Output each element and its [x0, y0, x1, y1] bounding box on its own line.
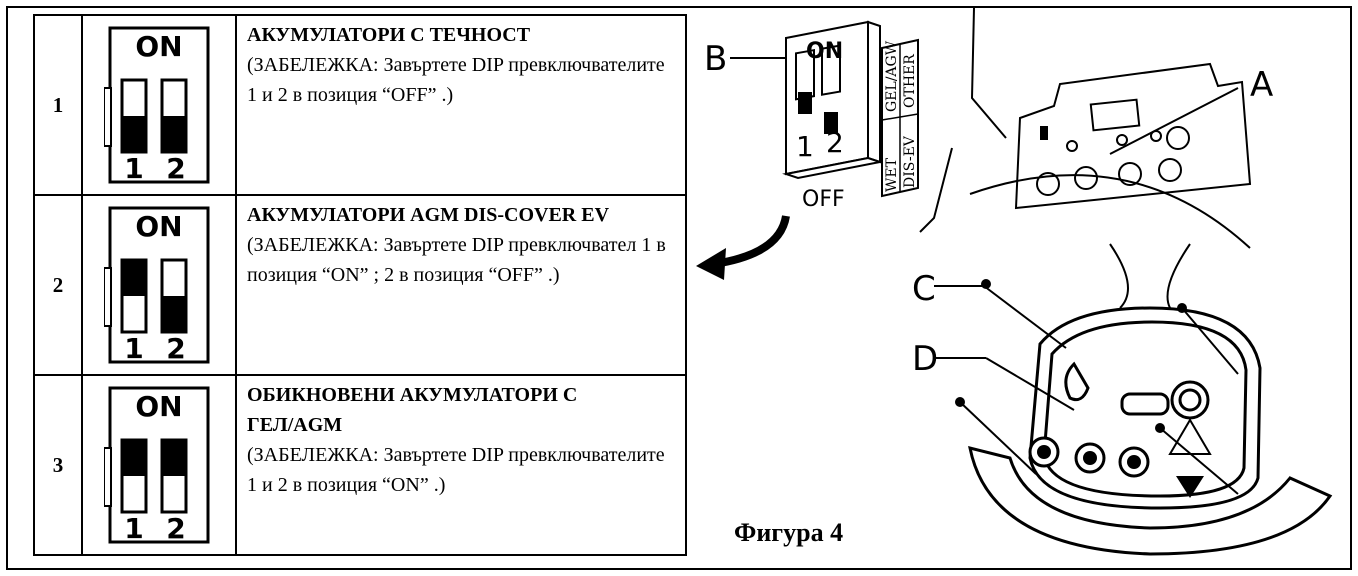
switch-number-1: 1 — [124, 332, 143, 365]
battery-type-strip: WET GEL/AGW DIS-EV OTHER — [881, 38, 919, 198]
row-number: 3 — [33, 374, 83, 556]
arrow-head-icon — [696, 248, 726, 280]
dip-settings-table: 1 ON 1 2 АКУМУЛАТОРИ С ТЕЧНОСТ (ЗАБЕЛЕЖК… — [33, 14, 687, 556]
row-note: (ЗАБЕЛЕЖКА: Завъртете DIP превключватели… — [247, 54, 665, 106]
row-description: АКУМУЛАТОРИ AGM DIS-COVER EV (ЗАБЕЛЕЖКА:… — [235, 194, 687, 376]
table-row: 1 ON 1 2 АКУМУЛАТОРИ С ТЕЧНОСТ (ЗАБЕЛЕЖК… — [33, 14, 687, 196]
circuit-board-detail — [1014, 62, 1252, 210]
switch-number-1: 1 — [124, 152, 143, 185]
row-description: АКУМУЛАТОРИ С ТЕЧНОСТ (ЗАБЕЛЕЖКА: Завърт… — [235, 14, 687, 196]
row-note: (ЗАБЕЛЕЖКА: Завъртете DIP превключватели… — [247, 444, 665, 496]
dip-num-2: 2 — [826, 126, 844, 159]
battery-type-dis: DIS-EV — [902, 135, 918, 188]
dip-switch-icon: ON 1 2 — [104, 206, 210, 365]
dip-switch-image: ON 1 2 — [81, 374, 237, 556]
charger-control-panel — [968, 306, 1333, 556]
dip-off-label: OFF — [802, 187, 845, 212]
rotate-arrow-icon — [713, 215, 790, 268]
switch-number-2: 2 — [166, 512, 185, 545]
callout-b: B — [704, 39, 727, 79]
on-label: ON — [135, 390, 182, 423]
row-note: (ЗАБЕЛЕЖКА: Завъртете DIP превключвател … — [247, 234, 666, 286]
charger-illustration: B ON 1 2 WET GEL/AGW DIS-EV OTHER OFF A — [696, 8, 1333, 556]
page-frame — [6, 6, 1352, 570]
battery-type-other: OTHER — [902, 54, 918, 108]
callout-d: D — [912, 339, 938, 379]
switch-number-1: 1 — [124, 512, 143, 545]
dip-switch-icon: ON 1 2 — [104, 386, 210, 545]
dip-switch-image: ON 1 2 — [81, 14, 237, 196]
dip-switch-icon: ON 1 2 — [104, 26, 210, 185]
table-row: 2 ON 1 2 АКУМУЛАТОРИ AGM DIS-COVER EV (З… — [33, 194, 687, 376]
switch-number-2: 2 — [166, 152, 185, 185]
row-description: ОБИКНОВЕНИ АКУМУЛАТОРИ С ГЕЛ/AGM (ЗАБЕЛЕ… — [235, 374, 687, 556]
row-number: 2 — [33, 194, 83, 376]
dip-switch-image: ON 1 2 — [81, 194, 237, 376]
battery-type-wet: WET — [884, 157, 900, 192]
dip-on-label: ON — [806, 39, 843, 64]
battery-type-gel: GEL/AGW — [884, 40, 900, 112]
row-title: ОБИКНОВЕНИ АКУМУЛАТОРИ С ГЕЛ/AGM — [247, 384, 578, 436]
row-title: АКУМУЛАТОРИ С ТЕЧНОСТ — [247, 24, 531, 46]
dip-num-1: 1 — [796, 130, 814, 163]
row-title: АКУМУЛАТОРИ AGM DIS-COVER EV — [247, 204, 610, 226]
dip-switch-detail — [782, 20, 884, 180]
switch-number-2: 2 — [166, 332, 185, 365]
callout-a: A — [1250, 65, 1273, 105]
callout-c: C — [912, 269, 936, 309]
row-number: 1 — [33, 14, 83, 196]
table-row: 3 ON 1 2 ОБИКНОВЕНИ АКУМУЛАТОРИ С ГЕЛ/AG… — [33, 374, 687, 556]
on-label: ON — [135, 210, 182, 243]
on-label: ON — [135, 30, 182, 63]
figure-caption: Фигура 4 — [734, 518, 844, 547]
